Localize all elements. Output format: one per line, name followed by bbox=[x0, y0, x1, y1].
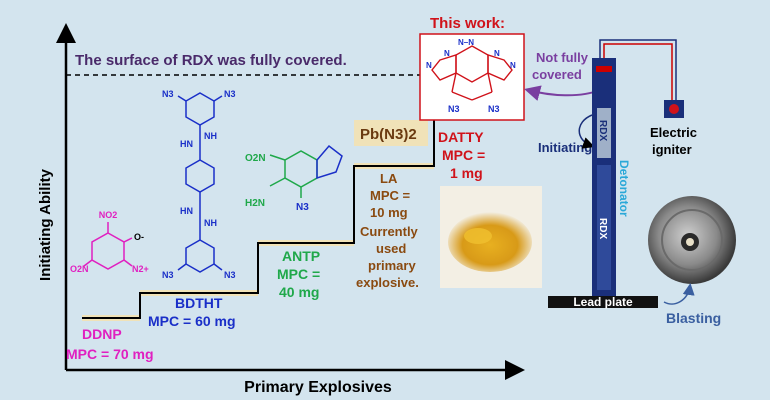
detonator-label: Detonator bbox=[617, 160, 631, 217]
bdtht-n3-c: N3 bbox=[162, 270, 174, 280]
not-fully-covered-1: Not fully bbox=[536, 50, 589, 65]
x-axis-label: Primary Explosives bbox=[244, 379, 392, 396]
datty-mpc-value: 1 mg bbox=[450, 165, 483, 181]
bdtht-structure bbox=[177, 92, 223, 273]
ddnp-structure bbox=[83, 222, 133, 270]
initiating-label: Initiating bbox=[538, 140, 592, 155]
bdtht-nh-b: NH bbox=[204, 218, 217, 228]
antp-name: ANTP bbox=[282, 248, 320, 264]
ddnp-o: O- bbox=[134, 232, 144, 242]
svg-text:N: N bbox=[444, 49, 450, 58]
bdtht-hn-b: HN bbox=[180, 206, 193, 216]
bdtht-n3-a: N3 bbox=[162, 89, 174, 99]
bdtht-mpc: MPC = 60 mg bbox=[148, 313, 236, 329]
antp-n3: N3 bbox=[296, 202, 309, 213]
bdtht-nh-a: NH bbox=[204, 131, 217, 141]
la-formula-box bbox=[354, 120, 428, 146]
datty-mpc: MPC = bbox=[442, 147, 485, 163]
blasting-label: Blasting bbox=[666, 310, 721, 326]
ddnp-n2: N2+ bbox=[132, 264, 149, 274]
detonator-tube bbox=[592, 58, 616, 298]
datty-n3-a: N3 bbox=[448, 104, 460, 114]
ddnp-no2: NO2 bbox=[99, 210, 118, 220]
initiating-arrow bbox=[578, 114, 595, 149]
antp-h2n: H2N bbox=[245, 198, 265, 209]
lead-plate-label: Lead plate bbox=[573, 295, 633, 309]
la-name: LA bbox=[380, 171, 398, 186]
bdtht-n3-d: N3 bbox=[224, 270, 236, 280]
la-note-3: primary bbox=[368, 258, 416, 273]
blasted-plate-photo bbox=[648, 196, 736, 284]
antp-o2n: O2N bbox=[245, 153, 266, 164]
datty-name: DATTY bbox=[438, 129, 484, 145]
wire-red bbox=[603, 43, 673, 100]
ddnp-mpc: MPC = 70 mg bbox=[66, 346, 154, 362]
bdtht-n3-b: N3 bbox=[224, 89, 236, 99]
lead-plate bbox=[548, 296, 658, 308]
igniter-label-1: Electric bbox=[650, 125, 697, 140]
y-axis-label: Initiating Ability bbox=[37, 168, 54, 281]
la-note-2: used bbox=[376, 241, 406, 256]
lead-azide-powder-photo bbox=[440, 186, 542, 288]
wire-blue bbox=[599, 39, 677, 100]
blasting-arrow bbox=[663, 283, 695, 305]
svg-text:N: N bbox=[426, 61, 432, 70]
antp-mpc-value: 40 mg bbox=[279, 284, 319, 300]
antp-structure bbox=[269, 144, 343, 198]
la-formula: Pb(N3)2 bbox=[360, 126, 417, 143]
bdtht-name: BDTHT bbox=[175, 295, 223, 311]
la-mpc-value: 10 mg bbox=[370, 205, 408, 220]
igniter-icon bbox=[669, 104, 679, 114]
banner-text: The surface of RDX was fully covered. bbox=[75, 52, 347, 69]
ddnp-name: DDNP bbox=[82, 326, 122, 342]
rdx-main-label: RDX bbox=[597, 218, 608, 239]
igniter-label-2: igniter bbox=[652, 142, 692, 157]
ddnp-o2n: O2N bbox=[70, 264, 89, 274]
antp-mpc: MPC = bbox=[277, 266, 320, 282]
svg-text:N: N bbox=[494, 49, 500, 58]
datty-n3-b: N3 bbox=[488, 104, 500, 114]
svg-text:N–N: N–N bbox=[458, 38, 474, 47]
la-mpc: MPC = bbox=[370, 188, 411, 203]
la-note-4: explosive. bbox=[356, 275, 419, 290]
bdtht-hn-a: HN bbox=[180, 139, 193, 149]
this-work-label: This work: bbox=[430, 15, 505, 32]
la-note-1: Currently bbox=[360, 224, 419, 239]
not-covered-arrow bbox=[524, 85, 601, 101]
datty-structure: N–N N N N N bbox=[419, 33, 525, 121]
not-fully-covered-2: covered bbox=[532, 67, 582, 82]
rdx-top-label: RDX bbox=[597, 120, 608, 141]
svg-text:N: N bbox=[510, 61, 516, 70]
